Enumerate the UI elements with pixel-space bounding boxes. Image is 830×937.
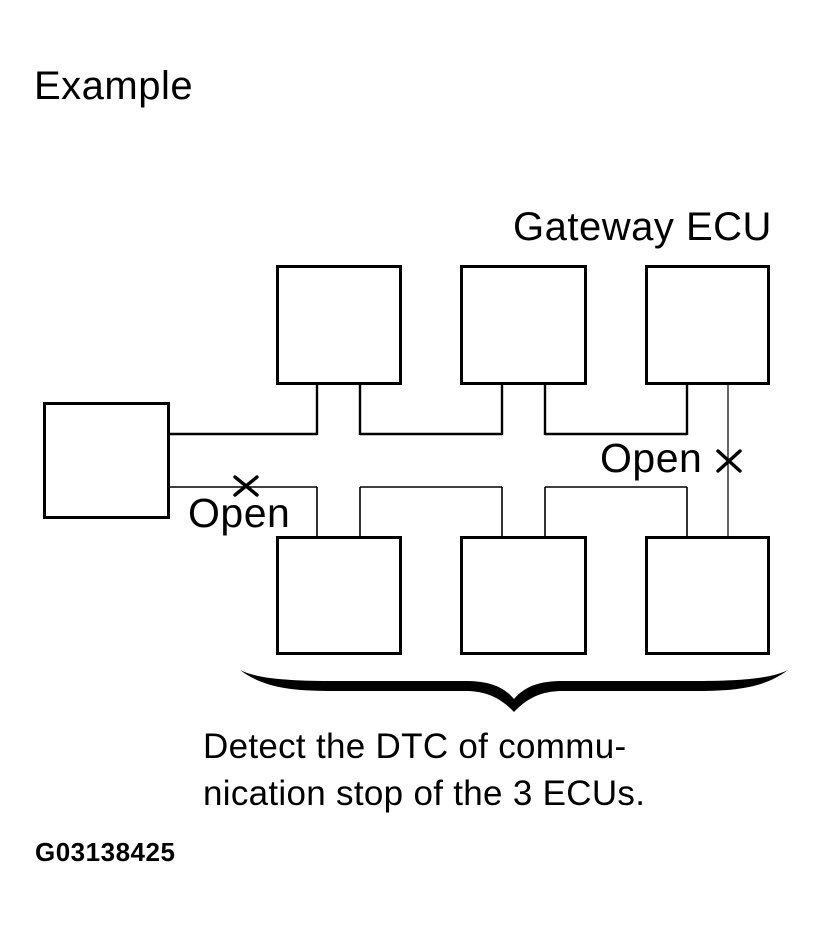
ecu-box-bottom-2 — [460, 536, 587, 655]
figure-id: G03138425 — [35, 837, 176, 867]
open-cross-left-icon — [233, 475, 259, 497]
open-label-left: Open — [188, 490, 291, 536]
lower-bus-line — [170, 486, 688, 537]
caption-line-1: Detect the DTC of commu- — [203, 727, 627, 766]
ecu-box-top-2 — [460, 265, 587, 385]
gateway-ecu-label: Gateway ECU — [513, 205, 772, 249]
caption-line-2: nication stop of the 3 ECUs. — [203, 774, 646, 813]
example-title: Example — [34, 64, 194, 108]
gateway-ecu-box — [645, 265, 770, 385]
ecu-box-left — [43, 402, 170, 519]
open-cross-right-icon — [716, 449, 742, 473]
underbrace-shape — [240, 670, 788, 712]
ecu-box-top-1 — [276, 265, 402, 385]
upper-bus-line — [170, 384, 689, 436]
open-label-right: Open — [600, 435, 703, 481]
ecu-box-bottom-3 — [645, 536, 770, 655]
ecu-box-bottom-1 — [276, 536, 402, 655]
figure-caption: Detect the DTC of commu- nication stop o… — [203, 723, 645, 817]
